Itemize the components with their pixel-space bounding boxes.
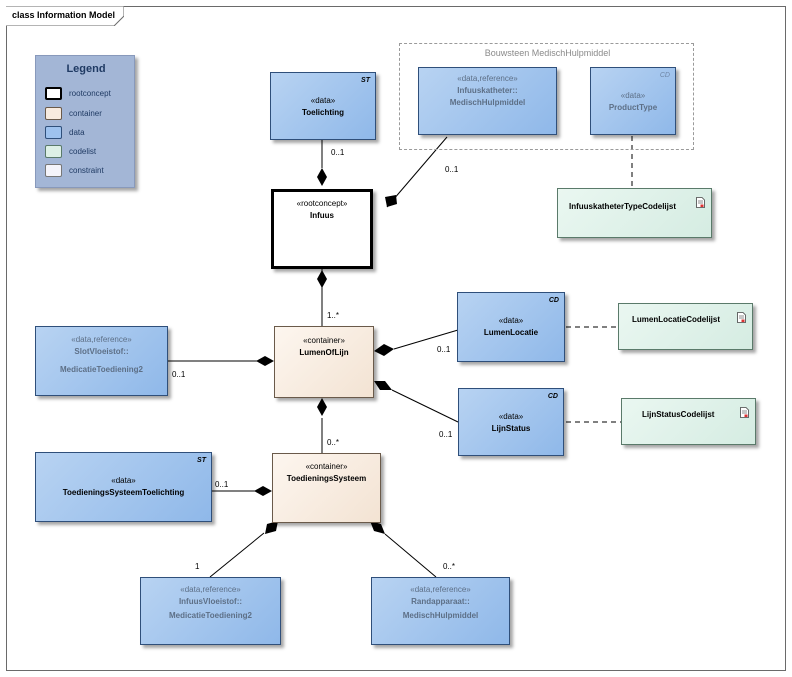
legend-swatch-data (45, 126, 62, 139)
diagram-title: class Information Model (12, 10, 116, 20)
class-name: ToedieningsSysteem (286, 474, 367, 483)
class-name-line2: MedicatieToediening2 (169, 611, 252, 620)
diamond-toedieningssysteemtoelichting (254, 486, 272, 496)
stereotype: «data,reference» (457, 74, 518, 83)
type-tag: CD (659, 72, 670, 79)
legend-title: Legend (66, 63, 106, 75)
stereotype: «data,reference» (180, 585, 241, 594)
stereotype: «data» (498, 412, 524, 421)
class-lijnstatuscodelijst[interactable]: LijnStatusCodelijst (621, 398, 756, 445)
class-name: LumenLocatie (483, 328, 539, 337)
class-name: Infuus (310, 211, 334, 220)
class-name-line2: MedischHulpmiddel (402, 611, 479, 620)
diamond-lumenoflijn-toedieningssysteem (317, 398, 327, 416)
class-name: LijnStatus (491, 424, 531, 433)
multiplicity-lijnstatus: 0..1 (439, 430, 453, 439)
class-name: LijnStatusCodelijst (642, 410, 715, 419)
diamond-randapparaat (370, 521, 385, 534)
class-lijnstatus[interactable]: CD «data» LijnStatus (458, 388, 564, 456)
package-title: Bouwsteen MedischHulpmiddel (484, 48, 611, 58)
class-infuuskathetertypecodelijst[interactable]: InfuuskatheterTypeCodelijst (557, 188, 712, 238)
stereotype: «rootconcept» (296, 199, 348, 208)
connector-lumenlocatie (393, 329, 459, 350)
multiplicity-lumenoflijn: 1..* (327, 311, 340, 320)
class-lumenoflijn[interactable]: «container» LumenOfLijn (274, 326, 374, 398)
stereotype: «data,reference» (410, 585, 471, 594)
stereotype: «data» (111, 476, 136, 485)
class-name-line1: Randapparaat:: (411, 597, 470, 606)
class-toedieningssysteem[interactable]: «container» ToedieningsSysteem (272, 453, 381, 523)
connector-infuusvloeistof (209, 532, 265, 578)
type-tag: CD (548, 297, 559, 304)
class-name-line1: Infuuskatheter:: (457, 86, 518, 95)
multiplicity-lumenlocatie: 0..1 (437, 345, 451, 354)
stereotype: «data,reference» (71, 335, 132, 344)
stereotype: «container» (303, 336, 345, 345)
diamond-infuusvloeistof (265, 521, 278, 534)
legend-swatch-rootconcept (45, 87, 62, 100)
multiplicity-infuuskatheter: 0..1 (445, 165, 459, 174)
diamond-lijnstatus (374, 381, 392, 390)
class-infuuskatheter[interactable]: «data,reference» Infuuskatheter:: Medisc… (418, 67, 557, 135)
type-tag: ST (197, 457, 206, 464)
connector-lijnstatus (391, 389, 459, 423)
class-name-line1: InfuusVloeistof:: (178, 597, 243, 606)
diagram-frame-tab (6, 6, 124, 26)
multiplicity-infuusvloeistof: 1 (195, 562, 200, 571)
multiplicity-toedieningssysteem: 0..* (327, 438, 340, 447)
class-lumenlocatie[interactable]: CD «data» LumenLocatie (457, 292, 565, 362)
diamond-infuuskatheter (385, 195, 397, 207)
stereotype: «data» (310, 96, 336, 105)
diamond-slotvloeistof (256, 356, 274, 366)
legend: Legend rootconcept container data codeli… (35, 55, 135, 188)
class-name-line2: MedicatieToediening2 (60, 365, 143, 374)
stereotype: «container» (305, 462, 348, 471)
multiplicity-slotvloeistof: 0..1 (172, 370, 186, 379)
class-infuusvloeistof[interactable]: «data,reference» InfuusVloeistof:: Medic… (140, 577, 281, 645)
type-tag: CD (547, 393, 558, 400)
class-producttype[interactable]: CD «data» ProductType (590, 67, 676, 135)
multiplicity-toelichting: 0..1 (331, 148, 345, 157)
type-tag: ST (361, 77, 370, 84)
stereotype: «data» (620, 91, 646, 100)
class-name-line2: MedischHulpmiddel (449, 98, 526, 107)
diagram-frame (6, 6, 786, 671)
document-icon (696, 197, 705, 208)
legend-swatch-constraint (45, 164, 62, 177)
class-infuus[interactable]: «rootconcept» Infuus (271, 189, 373, 269)
document-icon (737, 312, 746, 323)
legend-swatch-container (45, 107, 62, 120)
class-name: ProductType (608, 103, 658, 112)
document-icon (740, 407, 749, 418)
multiplicity-toedieningssysteemtoelichting: 0..1 (215, 480, 229, 489)
class-lumenlocatiecodelijst[interactable]: LumenLocatieCodelijst (618, 303, 753, 350)
class-name: ToedieningsSysteemToelichting (62, 488, 185, 497)
class-slotvloeistof[interactable]: «data,reference» SlotVloeistof:: Medicat… (35, 326, 168, 396)
multiplicity-randapparaat: 0..* (443, 562, 456, 571)
connector-infuuskatheter (386, 136, 448, 208)
class-toelichting[interactable]: ST «data» Toelichting (270, 72, 376, 140)
class-name: LumenLocatieCodelijst (632, 315, 721, 324)
connector-randapparaat (384, 533, 437, 578)
class-toedieningssysteemtoelichting[interactable]: ST «data» ToedieningsSysteemToelichting (35, 452, 212, 522)
package-bouwsteen-medischhulpmiddel: Bouwsteen MedischHulpmiddel (399, 43, 694, 150)
diamond-lumenlocatie (374, 344, 394, 356)
class-name: LumenOfLijn (299, 348, 349, 357)
diamond-infuus-lumenoflijn (317, 270, 327, 288)
stereotype: «data» (498, 316, 524, 325)
diamond-toelichting (317, 168, 327, 186)
class-name: InfuuskatheterTypeCodelijst (569, 202, 676, 211)
class-name: Toelichting (301, 108, 345, 117)
legend-swatch-codelist (45, 145, 62, 158)
class-name-line1: SlotVloeistof:: (74, 347, 129, 356)
class-randapparaat[interactable]: «data,reference» Randapparaat:: MedischH… (371, 577, 510, 645)
